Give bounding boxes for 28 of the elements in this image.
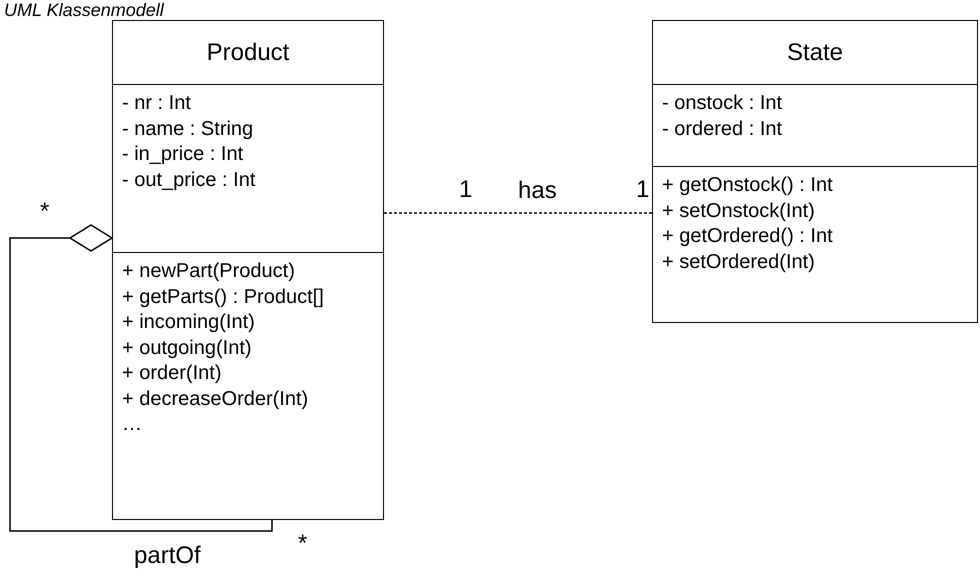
method-text: … [122, 412, 142, 437]
method-text: + order(Int) [122, 361, 222, 386]
multiplicity-label: 1 [459, 176, 472, 204]
method-text: + setOnstock(Int) [662, 198, 815, 224]
class-name: Product [206, 38, 290, 66]
attribute-text: - nr : Int [122, 91, 191, 116]
attribute-text: - name : String [122, 116, 254, 142]
method-text: + incoming(Int) [122, 310, 255, 335]
method-text: + newPart(Product) [122, 259, 295, 284]
attribute-text: - in_price : Int [122, 142, 244, 167]
method-text: + setOrdered(Int) [662, 250, 815, 274]
multiplicity-label: * [298, 530, 308, 558]
method-text: + getOrdered() : Int [662, 224, 833, 249]
diagram-title: UML Klassenmodell [4, 0, 164, 20]
attribute-text: - out_price : Int [122, 168, 256, 192]
class-name: State [786, 38, 844, 66]
method-text: + outgoing(Int) [122, 336, 252, 360]
attribute-text: - ordered : Int [662, 116, 782, 142]
multiplicity-label: 1 [636, 176, 650, 204]
method-text: + getOnstock() : Int [662, 173, 833, 198]
association-line [384, 212, 652, 214]
class-box [112, 20, 384, 520]
method-text: + getParts() : Product[] [122, 284, 324, 310]
multiplicity-label: * [40, 198, 50, 226]
association-line [9, 224, 273, 532]
class-box [652, 20, 978, 323]
method-text: + decreaseOrder(Int) [122, 386, 308, 412]
attribute-text: - onstock : Int [662, 91, 782, 116]
